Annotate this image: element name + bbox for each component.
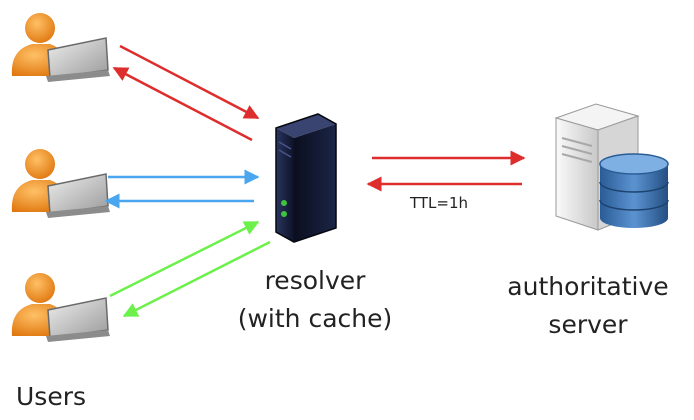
ttl-label: TTL=1h — [410, 194, 469, 212]
user-3-icon — [11, 273, 110, 342]
authoritative-label-line1: authoritative — [507, 272, 669, 301]
arrow-resolver-to-user1 — [112, 66, 253, 142]
authoritative-label-line2: server — [548, 310, 628, 339]
resolver-server-icon — [275, 113, 337, 243]
users-label: Users — [16, 382, 87, 411]
user-1-icon — [11, 13, 110, 82]
arrow-user3-to-resolver — [109, 220, 260, 298]
database-icon — [599, 153, 669, 228]
user-2-icon — [11, 149, 110, 218]
arrow-resolver-to-user3 — [122, 240, 271, 318]
resolver-label: resolver (with cache) — [215, 262, 415, 338]
resolver-label-line1: resolver — [264, 266, 366, 295]
authoritative-server-icon — [554, 103, 669, 231]
authoritative-server-label: authoritative server — [482, 268, 694, 344]
resolver-label-line2: (with cache) — [237, 304, 393, 333]
arrow-user1-to-resolver — [119, 44, 260, 120]
